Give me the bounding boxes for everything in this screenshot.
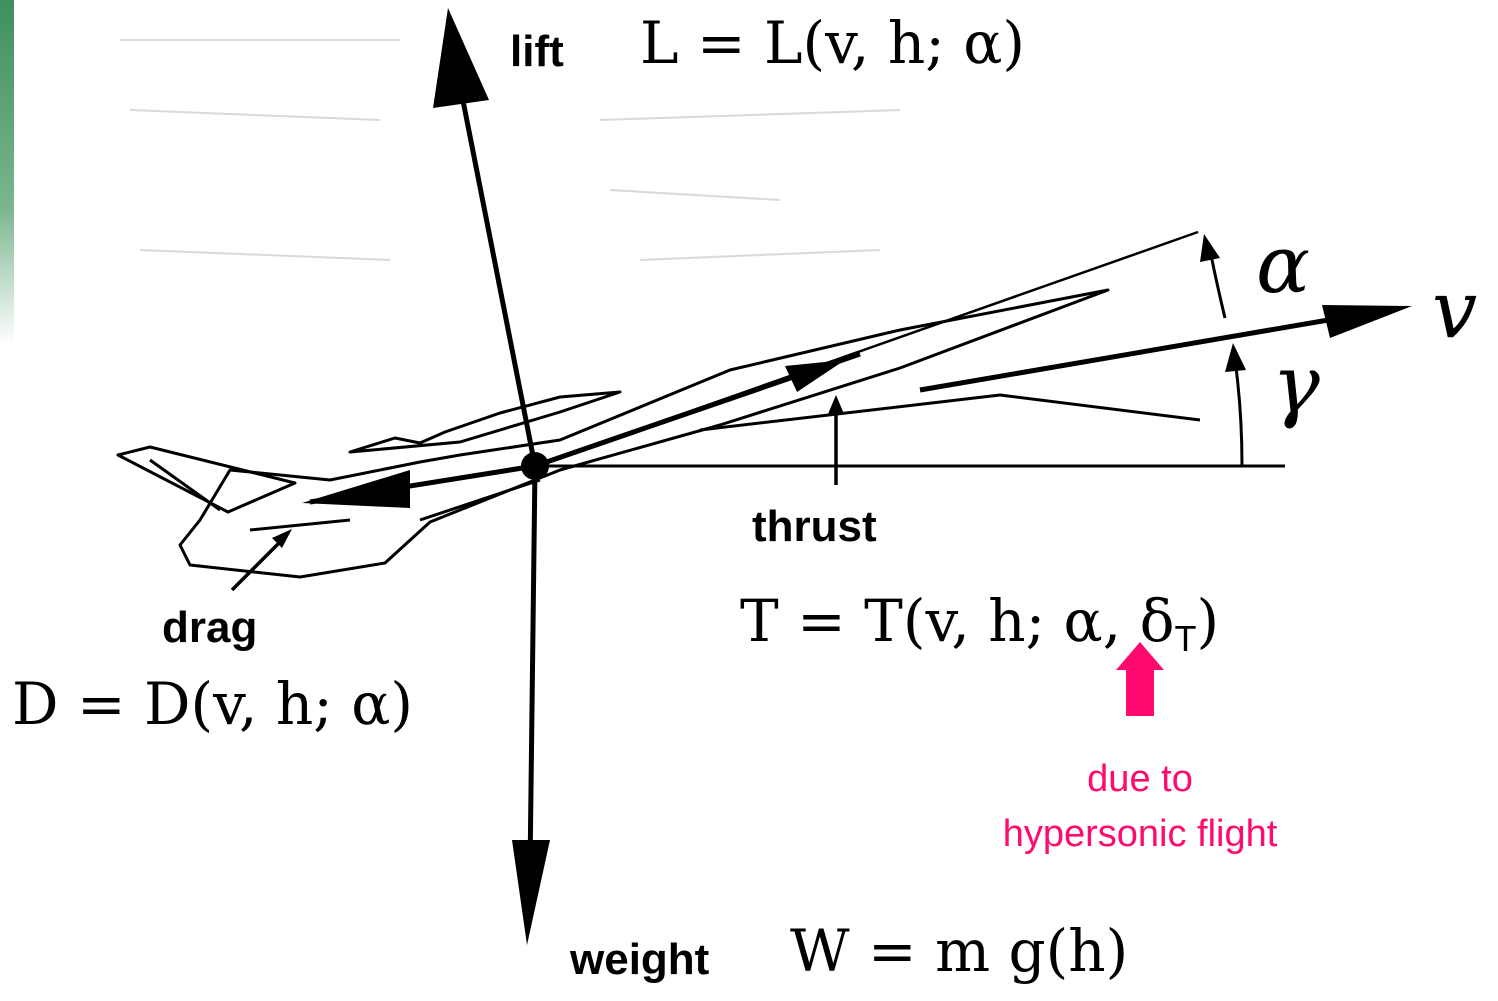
lift-vector-line xyxy=(452,59,538,467)
thrust-equation-subscript: T xyxy=(1174,618,1197,659)
drag-pointer-arrowhead xyxy=(272,529,292,548)
velocity-arrowhead xyxy=(1322,305,1412,338)
alpha-arc xyxy=(1208,249,1227,319)
drag-arrowhead xyxy=(302,470,410,508)
alpha-symbol: α xyxy=(1256,218,1311,311)
note-line-1: due to xyxy=(1087,758,1193,800)
thrust-arrowhead xyxy=(785,360,845,392)
thrust-equation: T = T(v, h; α, δT) xyxy=(740,592,1219,657)
drag-label: drag xyxy=(162,603,258,652)
background-texture xyxy=(120,39,901,261)
lift-label: lift xyxy=(510,27,564,76)
lift-equation: L = L(v, h; α) xyxy=(640,9,1026,77)
drag-equation: D = D(v, h; α) xyxy=(12,670,413,738)
aircraft-outline xyxy=(116,288,1201,579)
thrust-label: thrust xyxy=(752,502,877,551)
velocity-vector-line xyxy=(919,315,1341,393)
weight-arrowhead xyxy=(512,840,550,945)
note-line-2: hypersonic flight xyxy=(1002,813,1278,856)
gamma-arc xyxy=(1233,359,1244,467)
highlight-arrow-head xyxy=(1116,642,1164,670)
center-of-gravity-dot xyxy=(521,452,549,480)
slide-accent-bar xyxy=(0,0,14,345)
weight-equation: W = m g(h) xyxy=(790,917,1129,985)
lift-arrowhead xyxy=(433,8,489,108)
weight-label: weight xyxy=(570,935,710,984)
hypersonic-note: due to hypersonic flight xyxy=(960,752,1320,862)
velocity-symbol: v xyxy=(1432,263,1478,356)
thrust-equation-close: ) xyxy=(1196,587,1220,655)
highlight-arrow-shaft xyxy=(1126,668,1154,716)
thrust-pointer-arrowhead xyxy=(828,395,844,414)
thrust-equation-main: T = T(v, h; α, δ xyxy=(740,587,1175,655)
alpha-arc-arrowhead xyxy=(1200,234,1220,262)
gamma-symbol: γ xyxy=(1272,338,1320,431)
gamma-arc-arrowhead xyxy=(1225,343,1246,372)
weight-vector-line xyxy=(527,465,538,871)
drag-pointer-line xyxy=(230,536,286,592)
